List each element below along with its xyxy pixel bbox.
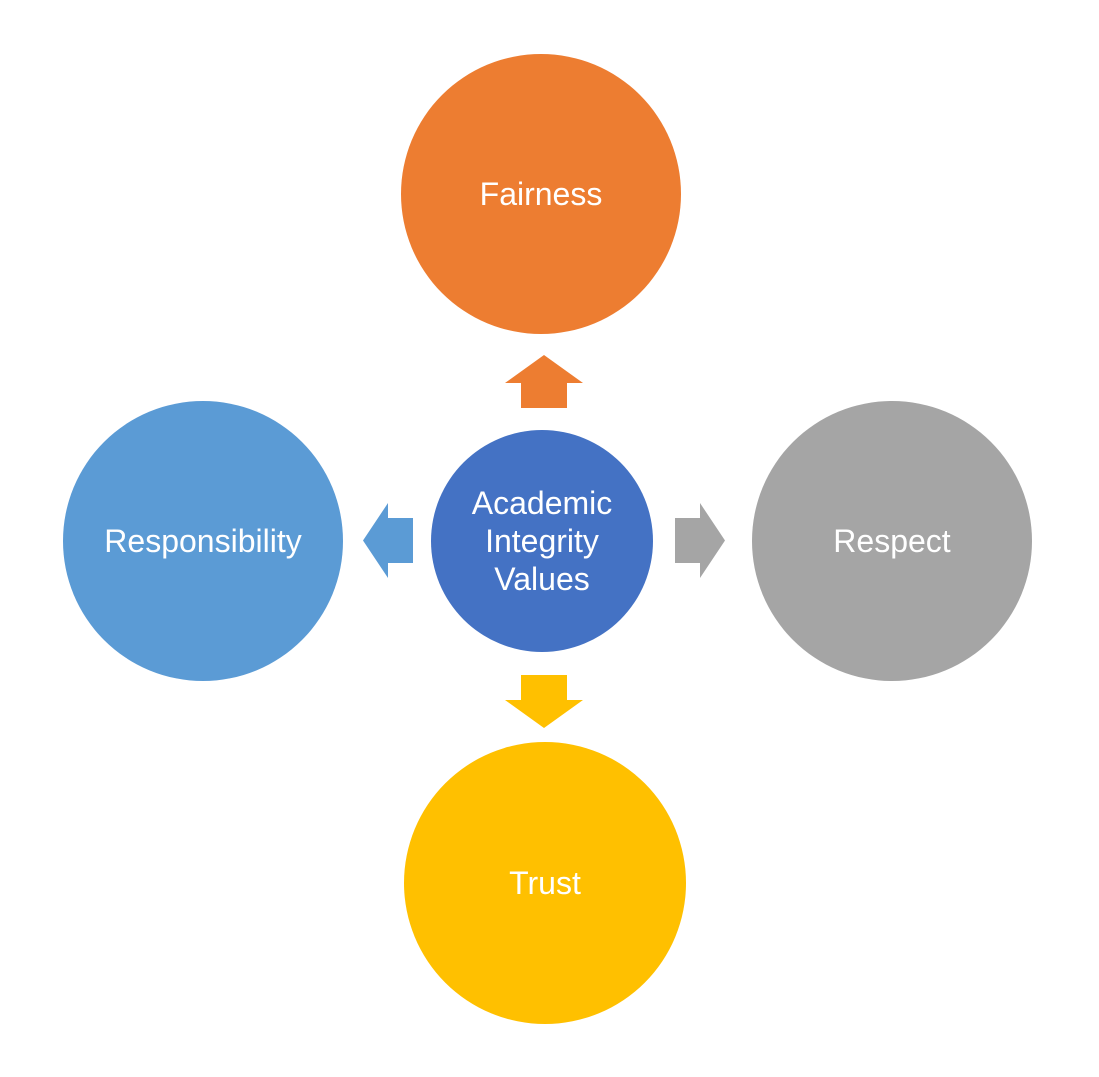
up-arrow-shape	[505, 355, 583, 408]
node-responsibility: Responsibility	[63, 401, 343, 681]
right-arrow-shape	[675, 503, 725, 578]
right-arrow-icon	[675, 503, 725, 578]
left-arrow-icon	[363, 503, 413, 578]
node-respect: Respect	[752, 401, 1032, 681]
node-respect-label: Respect	[833, 522, 951, 559]
node-center-academic-integrity-values: Academic Integrity Values	[431, 430, 653, 652]
down-arrow-shape	[505, 675, 583, 728]
left-arrow-shape	[363, 503, 413, 578]
node-fairness-label: Fairness	[479, 175, 603, 212]
node-responsibility-label: Responsibility	[104, 522, 302, 559]
node-center-label: Academic Integrity Values	[471, 485, 613, 597]
down-arrow-icon	[505, 675, 583, 728]
node-fairness: Fairness	[401, 54, 681, 334]
node-trust-label: Trust	[509, 864, 581, 901]
node-trust: Trust	[404, 742, 686, 1024]
up-arrow-icon	[505, 355, 583, 408]
